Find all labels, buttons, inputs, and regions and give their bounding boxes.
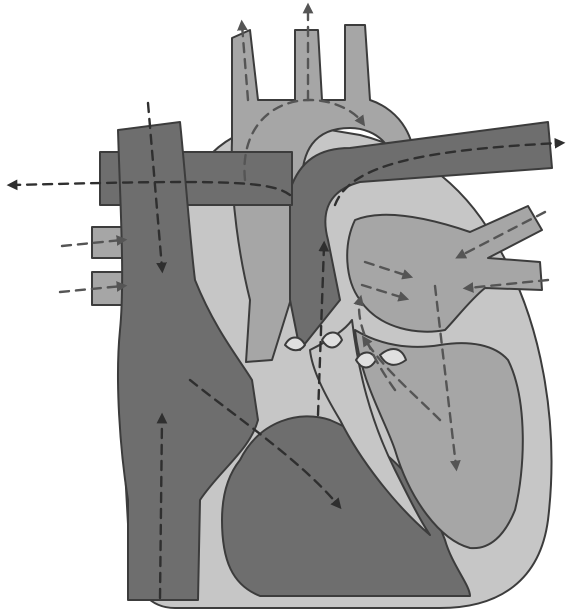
tricuspid-valve — [285, 338, 305, 351]
pulmonary-valve — [322, 333, 342, 348]
